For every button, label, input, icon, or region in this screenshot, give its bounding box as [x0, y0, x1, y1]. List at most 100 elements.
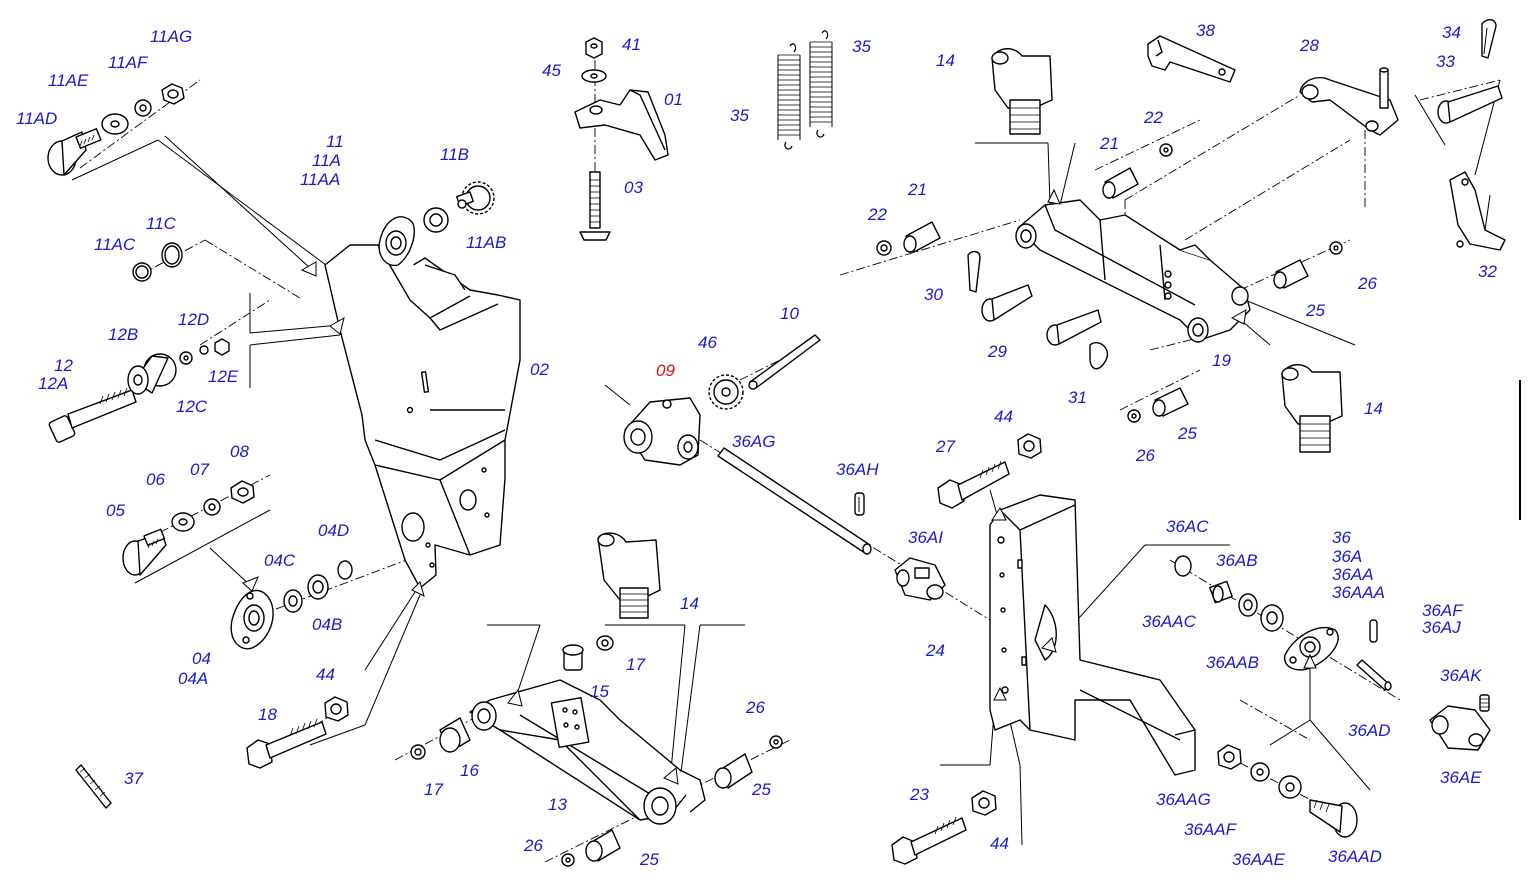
part-label-36ah: 36AH	[836, 460, 879, 479]
washer-22-upper	[1159, 143, 1173, 157]
part-label-19: 19	[1212, 351, 1231, 370]
part-label-14c: 14	[1364, 399, 1383, 418]
carriage-bolt-11ad	[47, 128, 102, 176]
washer-17-top	[596, 635, 614, 651]
part-label-45: 45	[542, 61, 561, 80]
gearbox-09	[623, 397, 701, 466]
part-label-22a: 22	[1143, 108, 1163, 127]
lock-washer-07	[203, 498, 221, 516]
hair-pin-31	[1089, 342, 1109, 370]
shaft-36ad	[1356, 659, 1392, 691]
nut-11ag	[161, 83, 185, 105]
bolt-03	[579, 171, 611, 241]
yoke-36ae	[1429, 705, 1491, 751]
part-label-35a: 35	[730, 106, 749, 125]
washer-11ae	[101, 113, 129, 135]
bolt-27	[937, 460, 1010, 509]
part-label-04b: 04B	[312, 615, 342, 634]
spring-link-32	[1449, 171, 1506, 251]
part-label-38: 38	[1196, 21, 1215, 40]
part-label-36aj: 36AJ	[1422, 618, 1461, 637]
mount-frame-24	[989, 494, 1196, 776]
yoke-36ai	[894, 557, 946, 601]
main-frame-02	[324, 244, 521, 589]
snap-ring-36ac	[1174, 555, 1192, 577]
part-label-17a: 17	[626, 655, 645, 674]
part-label-22b: 22	[867, 205, 887, 224]
part-label-34: 34	[1442, 23, 1461, 42]
part-label-04: 04	[192, 649, 211, 668]
lock-washer-11af	[134, 99, 152, 117]
part-label-33: 33	[1436, 52, 1455, 71]
washer-17-left	[410, 744, 426, 760]
part-label-12a: 12A	[38, 374, 68, 393]
bushing-25-lower-right	[714, 753, 753, 789]
part-label-01: 01	[664, 90, 683, 109]
part-label-36ab: 36AB	[1216, 551, 1258, 570]
part-label-10: 10	[780, 304, 799, 323]
lever-28	[1299, 67, 1399, 136]
clevis-pin-29b	[1046, 309, 1102, 346]
part-label-11ac: 11AC	[94, 235, 136, 254]
bushing-21-lower	[903, 221, 941, 253]
bearing-04b	[307, 574, 329, 600]
part-label-35b: 35	[852, 37, 871, 56]
bushing-16	[439, 717, 471, 753]
part-label-37: 37	[124, 769, 143, 788]
washer-12c	[179, 351, 193, 365]
part-label-46: 46	[698, 333, 717, 352]
part-label-11c: 11C	[146, 214, 177, 233]
part-label-30: 30	[924, 285, 943, 304]
bushing-36ab	[1209, 580, 1233, 604]
snap-ring-04d	[337, 560, 353, 580]
part-label-36af: 36AF	[1422, 601, 1464, 620]
nut-44-top	[1017, 433, 1042, 459]
part-label-11a: 11A	[312, 151, 341, 170]
grease-fitting-14-right	[1281, 364, 1343, 453]
part-label-13: 13	[548, 795, 567, 814]
part-label-14a: 14	[680, 594, 699, 613]
lock-washer-12d	[199, 345, 209, 355]
part-label-36ag: 36AG	[732, 432, 775, 451]
bearing-36aab-b	[1260, 604, 1284, 632]
washer-45	[581, 69, 607, 83]
part-label-21b: 21	[907, 180, 927, 199]
part-label-36ai: 36AI	[908, 528, 943, 547]
part-label-23: 23	[909, 785, 929, 804]
lock-washer-36aaf	[1250, 762, 1270, 782]
nut-36aag	[1217, 744, 1242, 770]
part-label-36aaf: 36AAF	[1184, 820, 1238, 839]
spiral-pin-37	[75, 764, 112, 809]
bearing-11ab	[423, 207, 449, 233]
bushing-15	[562, 644, 584, 671]
part-label-44b: 44	[994, 407, 1013, 426]
pin-36ah	[854, 492, 865, 516]
part-label-25b: 25	[639, 850, 659, 869]
cotter-pin-30	[967, 250, 981, 293]
cotter-pin-34	[1481, 19, 1497, 59]
flange-bearing-11	[378, 216, 416, 267]
washer-22-lower	[876, 240, 892, 256]
part-label-18: 18	[258, 705, 277, 724]
nut-44-left	[324, 696, 349, 722]
part-label-32: 32	[1478, 262, 1497, 281]
scrollbar[interactable]	[1519, 380, 1521, 520]
part-label-04c: 04C	[264, 551, 296, 570]
sprocket-46	[708, 374, 744, 410]
part-label-28: 28	[1299, 36, 1319, 55]
arrowheads	[242, 188, 1317, 785]
part-label-12e: 12E	[208, 367, 239, 386]
sprocket-11b	[456, 181, 495, 215]
carriage-bolt-05	[122, 528, 167, 576]
pin-36af	[1369, 619, 1378, 643]
nut-08	[230, 480, 255, 504]
upper-arm-19	[1015, 199, 1251, 343]
part-label-12c: 12C	[176, 397, 208, 416]
part-label-36aad: 36AAD	[1328, 847, 1382, 866]
part-label-29: 29	[987, 342, 1007, 361]
shaft-10	[748, 334, 821, 390]
snap-ring-11ac	[132, 262, 152, 282]
part-label-36aac: 36AAC	[1142, 612, 1197, 631]
part-label-36ac: 36AC	[1166, 517, 1209, 536]
part-label-26b: 26	[523, 836, 543, 855]
